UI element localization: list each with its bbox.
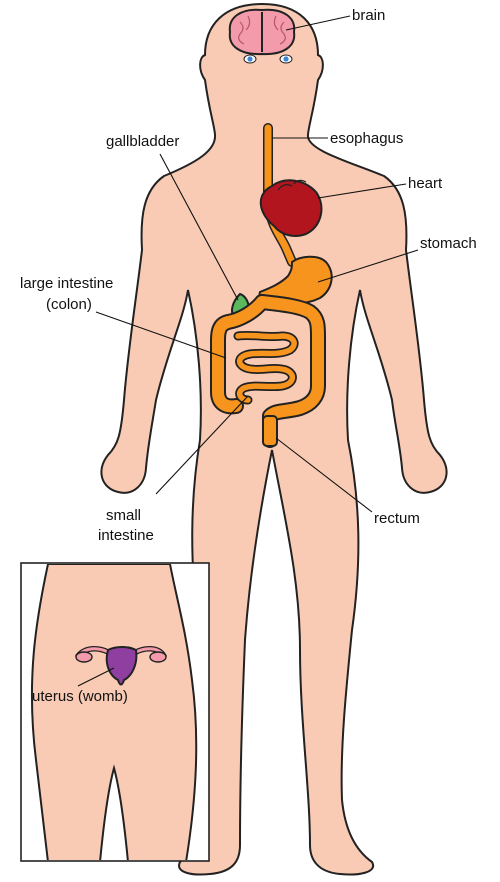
brain-leader-line [285,15,351,31]
large-intestine-label-line2: (colon) [46,296,92,313]
stomach-label: stomach [420,235,477,252]
small-intestine [235,332,297,403]
small-intestine-leader-line [155,395,249,495]
rectum-leader-line [275,437,373,513]
left-ovary [75,651,93,663]
esophagus-label: esophagus [330,130,403,147]
stomach-leader-line [317,249,419,283]
right-ovary [149,651,167,663]
uterus-leader-line [77,667,115,687]
colon [212,296,324,446]
uterus [105,646,138,686]
heart-leader-line [317,183,407,199]
large-intestine-leader-line [95,311,227,359]
rectum [262,415,278,447]
heart-vessel [277,179,307,191]
gallbladder-leader-line [159,153,239,301]
inset-body [30,564,198,860]
brain [228,8,296,56]
brain-label: brain [352,7,385,24]
rectum-label: rectum [374,510,420,527]
large-intestine-label-line1: large intestine [20,275,113,292]
uterus-label: uterus (womb) [32,688,128,705]
gallbladder-label: gallbladder [106,133,179,150]
brain-folds [238,15,286,45]
right-iris-icon [283,56,289,62]
small-intestine-label-line1: small [106,507,141,524]
inset-pelvis: uterus (womb) [20,562,210,862]
eyes [243,54,293,64]
heart [259,179,323,237]
small-intestine-label-line2: intestine [98,527,154,544]
left-iris-icon [247,56,253,62]
heart-label: heart [408,175,443,192]
